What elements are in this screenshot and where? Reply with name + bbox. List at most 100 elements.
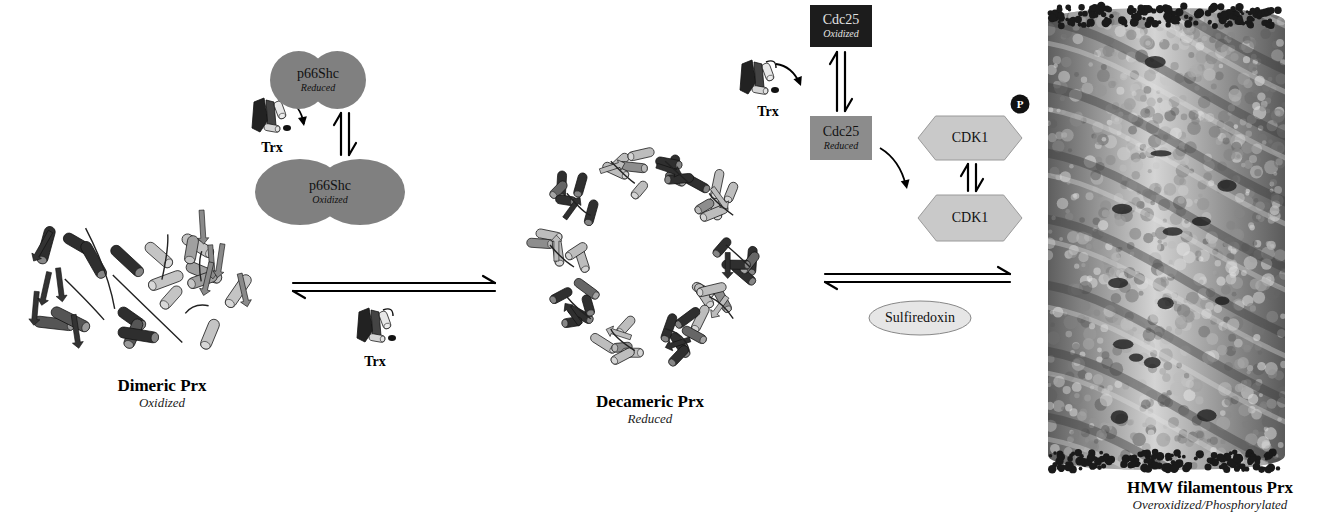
surface-bump xyxy=(1259,105,1266,112)
rim-bottom xyxy=(1170,464,1179,473)
surface-bump xyxy=(1158,239,1162,243)
node-title: Decameric Prx xyxy=(596,392,704,412)
surface-bump xyxy=(1159,368,1166,375)
hexagon-fill xyxy=(918,116,1022,160)
ellipse-fill xyxy=(869,301,971,335)
beta-strand xyxy=(196,210,209,245)
helix-cap xyxy=(573,190,582,198)
state-label: Oxidized xyxy=(139,396,185,411)
helix-cap xyxy=(665,176,672,184)
rim-bottom xyxy=(1165,467,1170,472)
surface-bump xyxy=(1083,338,1095,350)
rim-bottom xyxy=(1103,455,1108,460)
surface-bump xyxy=(1237,357,1248,368)
dimer-illustration xyxy=(28,210,253,351)
surface-bump xyxy=(1147,98,1156,107)
surface-bump xyxy=(1230,53,1238,61)
surface-bump xyxy=(1112,52,1117,57)
coil-loop xyxy=(665,329,689,351)
rim-top xyxy=(1087,19,1095,27)
surface-bump xyxy=(1061,129,1074,142)
surface-bump xyxy=(1093,132,1106,145)
surface-bump xyxy=(1243,56,1250,63)
text-block: Decameric PrxReduced xyxy=(596,392,704,426)
rim-bottom xyxy=(1234,466,1240,472)
rim-top xyxy=(1142,17,1145,20)
rim-top xyxy=(1195,9,1204,18)
trx-icon xyxy=(357,308,396,343)
reverse-head xyxy=(334,113,341,125)
molecule-region: Dimeric PrxOxidized xyxy=(50,200,275,425)
rim-bottom xyxy=(1129,461,1136,468)
surface-bump xyxy=(1219,64,1224,69)
helix-cylinder xyxy=(548,286,573,305)
surface-bump xyxy=(1209,240,1216,247)
surface-bump xyxy=(1085,373,1092,380)
rim-bottom xyxy=(1266,454,1270,458)
equilibrium-arrow xyxy=(293,276,495,298)
surface-bump xyxy=(1148,430,1155,437)
text-block: CDK1 xyxy=(952,130,989,146)
helix-body xyxy=(572,277,601,301)
rim-bottom xyxy=(1145,466,1152,473)
helix-cylinder xyxy=(223,273,253,310)
state-box: Cdc25Reduced xyxy=(810,116,872,160)
surface-bump xyxy=(1128,419,1134,425)
surface-bump xyxy=(1113,11,1117,15)
rim-bottom xyxy=(1067,456,1073,462)
surface-bump xyxy=(1172,43,1179,50)
surface-bump xyxy=(1086,192,1094,200)
surface-bump xyxy=(1107,385,1113,391)
rim-top xyxy=(1129,11,1133,15)
helix-cap xyxy=(150,332,159,343)
helix-cylinder xyxy=(660,313,678,344)
trx-label: Trx xyxy=(757,105,779,119)
surface-bump xyxy=(1081,77,1087,83)
surface-bump xyxy=(1232,148,1244,160)
helix-cap xyxy=(723,305,733,314)
rim-bottom xyxy=(1276,466,1280,470)
surface-bump xyxy=(1274,371,1284,381)
rim-top xyxy=(1208,20,1212,24)
helix-cylinder xyxy=(526,238,554,249)
surface-bump xyxy=(1254,198,1258,202)
surface-bump xyxy=(1094,439,1099,444)
trx-loop xyxy=(383,309,393,316)
forward-head xyxy=(349,143,356,155)
helical-groove xyxy=(1040,284,1295,404)
surface-bump xyxy=(1176,242,1190,256)
arrow-head xyxy=(901,179,912,190)
surface-bump xyxy=(1197,198,1209,210)
helical-groove xyxy=(1040,0,1295,74)
helix-cap xyxy=(699,335,708,345)
helix-cap xyxy=(549,295,558,305)
trx-label: Trx xyxy=(364,355,386,369)
surface-bump xyxy=(1097,348,1102,353)
rim-top xyxy=(1180,3,1187,10)
rim-top xyxy=(1151,20,1159,28)
reverse-head xyxy=(961,164,968,176)
surface-bump xyxy=(1211,84,1217,90)
node-title: Cdc25 xyxy=(823,124,860,140)
surface-bump xyxy=(1128,126,1137,135)
surface-hole xyxy=(1215,296,1230,305)
surface-bump xyxy=(1243,345,1251,353)
surface-bump xyxy=(1047,331,1060,344)
helix-body xyxy=(589,332,618,355)
reverse-line xyxy=(836,52,838,111)
helix-body xyxy=(49,305,91,334)
helix-body xyxy=(548,286,573,305)
surface-bump xyxy=(1235,339,1244,348)
rim-bottom xyxy=(1049,454,1053,458)
surface-bump xyxy=(1093,374,1104,385)
reverse-head xyxy=(825,282,837,289)
surface-bump xyxy=(1195,396,1203,404)
rim-bottom xyxy=(1089,463,1096,470)
helix-body xyxy=(573,172,588,198)
helix-cap xyxy=(383,322,391,329)
helix-cylinder xyxy=(629,179,649,200)
helix-cap xyxy=(184,256,195,265)
surface-bump xyxy=(1145,109,1150,114)
beta-strand xyxy=(53,267,68,302)
helix-cap xyxy=(186,278,196,290)
